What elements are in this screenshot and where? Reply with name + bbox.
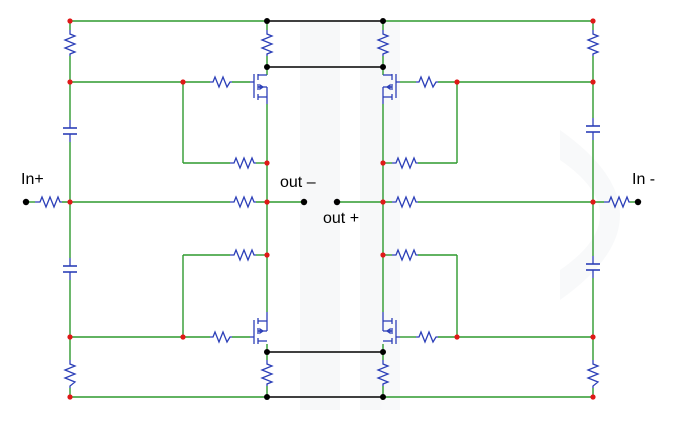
resistor — [392, 248, 418, 262]
resistors — [35, 30, 630, 388]
capacitor — [63, 258, 77, 280]
resistor — [416, 330, 438, 344]
resistor — [604, 195, 630, 209]
label-out-plus: out + — [323, 210, 360, 227]
resistor — [35, 195, 62, 209]
resistor — [416, 75, 438, 89]
mosfet — [382, 74, 400, 104]
terminal-out-plus — [333, 198, 341, 206]
capacitors — [63, 118, 600, 280]
resistor — [230, 248, 256, 262]
terminal-in-plus — [22, 198, 30, 206]
resistor — [376, 360, 390, 386]
resistor — [210, 330, 232, 344]
capacitor — [63, 120, 77, 142]
resistor — [586, 360, 600, 388]
terminal-in-minus — [634, 198, 642, 206]
mosfets — [250, 74, 400, 344]
bus-nodes — [264, 18, 386, 400]
resistor — [230, 195, 256, 209]
resistor — [210, 75, 232, 89]
io-terminals — [22, 198, 642, 206]
resistor — [260, 360, 274, 386]
mosfet — [382, 312, 400, 344]
label-in-minus: In - — [632, 171, 656, 188]
resistor — [586, 30, 600, 56]
resistor — [63, 30, 77, 56]
bridge-bus-wires — [267, 20, 383, 398]
resistor — [260, 30, 274, 56]
watermark — [300, 20, 620, 410]
resistor — [392, 195, 418, 209]
mosfet — [250, 74, 268, 104]
resistor — [230, 156, 256, 170]
resistor — [376, 30, 390, 56]
resistor — [63, 360, 77, 388]
resistor — [392, 156, 418, 170]
junction-nodes — [67, 18, 596, 400]
mosfet — [250, 312, 268, 344]
capacitor — [586, 256, 600, 278]
terminal-out-minus — [300, 198, 308, 206]
capacitor — [586, 118, 600, 140]
label-in-plus: In+ — [21, 171, 44, 188]
label-out-minus: out – — [280, 174, 316, 191]
